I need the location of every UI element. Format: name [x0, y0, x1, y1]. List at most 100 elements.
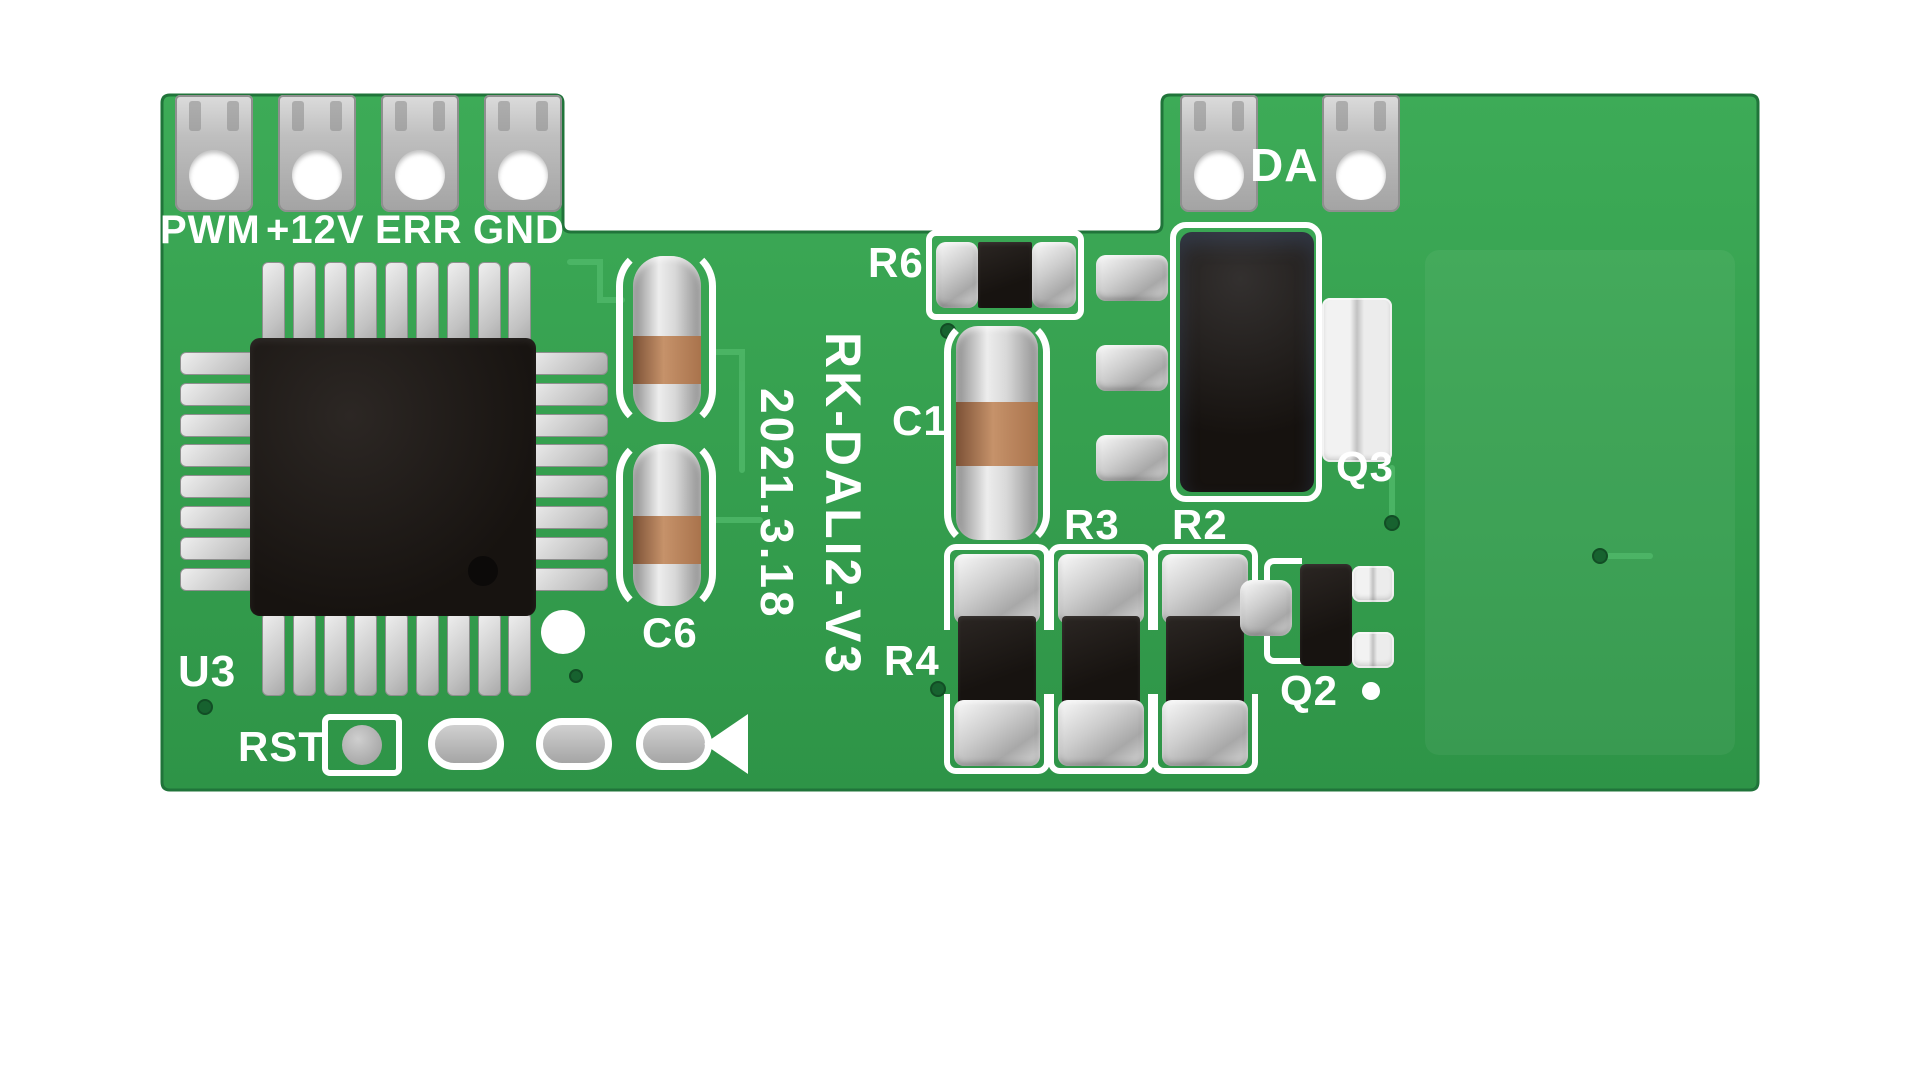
capacitor-band	[633, 516, 701, 564]
solder-pad	[1162, 700, 1248, 766]
resistor-r6	[936, 242, 1076, 308]
silkscreen-bracket-r3-top	[1048, 544, 1154, 630]
silkscreen-label-c1: C1	[892, 397, 948, 444]
connector-slot	[292, 101, 304, 131]
connector-slot	[1374, 101, 1386, 131]
ic-u3-pin	[354, 612, 378, 696]
silkscreen-label-r4: R4	[884, 637, 940, 684]
connector-pad-da-2	[1322, 95, 1400, 212]
silkscreen-label-12v: +12V	[266, 208, 365, 252]
test-pad	[636, 718, 712, 770]
capacitor-band	[633, 336, 701, 384]
silkscreen-label-pwm: PWM	[160, 208, 261, 252]
silkscreen-label-u3: U3	[178, 647, 237, 696]
q2-lead-pad	[1352, 632, 1394, 668]
silkscreen-label-r2: R2	[1172, 501, 1228, 548]
ic-u3-pin	[262, 262, 285, 346]
connector-pad-12v	[278, 95, 356, 212]
silkscreen-bracket-c6-2	[616, 436, 716, 614]
test-pad	[428, 718, 504, 770]
rst-test-pad	[322, 714, 402, 776]
silkscreen-bracket-r2-bottom	[1152, 694, 1258, 774]
ic-u3-pin	[292, 262, 316, 346]
silkscreen-label-date: 2021.3.18	[751, 388, 803, 620]
solder-pad	[936, 242, 978, 308]
solder-pad	[1162, 554, 1248, 624]
ic-u3-pin	[385, 612, 409, 696]
silkscreen-label-q2: Q2	[1280, 667, 1339, 714]
silkscreen-dot-large	[541, 610, 585, 654]
connector-slot	[330, 101, 342, 131]
resistor-r3-body	[1062, 616, 1140, 708]
connector-slot	[395, 101, 407, 131]
connector-slot	[189, 101, 201, 131]
silkscreen-bracket-c1	[944, 318, 1050, 548]
silkscreen-bracket-r4-bottom	[944, 694, 1050, 774]
ic-u3-pin	[524, 475, 608, 499]
silkscreen-label-model: RK-DALI2-V3	[815, 332, 871, 677]
ic-u3-pin	[524, 567, 608, 591]
connector-hole	[189, 150, 239, 200]
connector-pad-da-1	[1180, 95, 1258, 212]
connector-slot	[536, 101, 548, 131]
q3-lead-pad	[1096, 255, 1168, 301]
ic-u3-pin	[524, 413, 608, 437]
capacitor-c1	[956, 326, 1038, 540]
ic-u3-pin	[416, 612, 439, 696]
solder-pad	[1058, 700, 1144, 766]
ic-u3-pin	[446, 612, 470, 696]
ic-u3-pin	[323, 612, 347, 696]
resistor-r2-body	[1166, 616, 1244, 708]
ic-u3-pin	[477, 612, 501, 696]
ic-u3-pin	[416, 262, 439, 346]
ic-u3-pin	[508, 262, 532, 346]
silkscreen-arrow	[704, 714, 748, 774]
capacitor-c6-2	[633, 444, 701, 606]
silkscreen-label-da: DA	[1250, 139, 1319, 191]
ic-u3-pin1-dot	[468, 556, 498, 586]
connector-hole	[1194, 150, 1244, 200]
transistor-q3-body	[1180, 232, 1314, 492]
copper-pour	[1425, 250, 1735, 755]
solder-pad	[954, 554, 1040, 624]
resistor-body	[978, 242, 1032, 308]
q2-lead-pad	[1240, 580, 1292, 636]
silkscreen-label-rst: RST	[238, 723, 325, 770]
ic-u3-pin	[323, 262, 347, 346]
copper-traces	[567, 259, 1653, 559]
connector-slot	[1194, 101, 1206, 131]
ic-u3-pin	[524, 536, 608, 560]
silkscreen-label-err: ERR	[375, 208, 463, 252]
connector-slot	[1232, 101, 1244, 131]
ic-u3-pin	[262, 612, 285, 696]
silkscreen-outline-r6	[926, 230, 1084, 320]
connector-pad-gnd	[484, 95, 562, 212]
resistor-r4-body	[958, 616, 1036, 708]
silkscreen-outline-q3	[1170, 222, 1322, 502]
q3-lead-pad	[1096, 435, 1168, 481]
connector-hole	[292, 150, 342, 200]
ic-u3-pin	[354, 262, 378, 346]
ic-u3-pin	[477, 262, 501, 346]
q3-tab-pad	[1322, 298, 1392, 462]
capacitor-c6-1	[633, 256, 701, 422]
connector-pad-err	[381, 95, 459, 212]
silkscreen-label-gnd: GND	[473, 208, 565, 252]
ic-u3-pin	[292, 612, 316, 696]
test-pad	[536, 718, 612, 770]
connector-slot	[1336, 101, 1348, 131]
connector-hole	[1336, 150, 1386, 200]
silkscreen-label-c6: C6	[642, 609, 698, 656]
connector-slot	[227, 101, 239, 131]
connector-pad-pwm	[175, 95, 253, 212]
q3-lead-pad	[1096, 345, 1168, 391]
silkscreen-bracket-r3-bottom	[1048, 694, 1154, 774]
silkscreen-bracket-c6-1	[616, 246, 716, 430]
ic-u3-pin	[524, 444, 608, 468]
transistor-q2-body	[1300, 564, 1352, 666]
silkscreen-label-r3: R3	[1064, 501, 1120, 548]
ic-u3-pin	[446, 262, 470, 346]
connector-hole	[498, 150, 548, 200]
solder-pad	[1032, 242, 1076, 308]
